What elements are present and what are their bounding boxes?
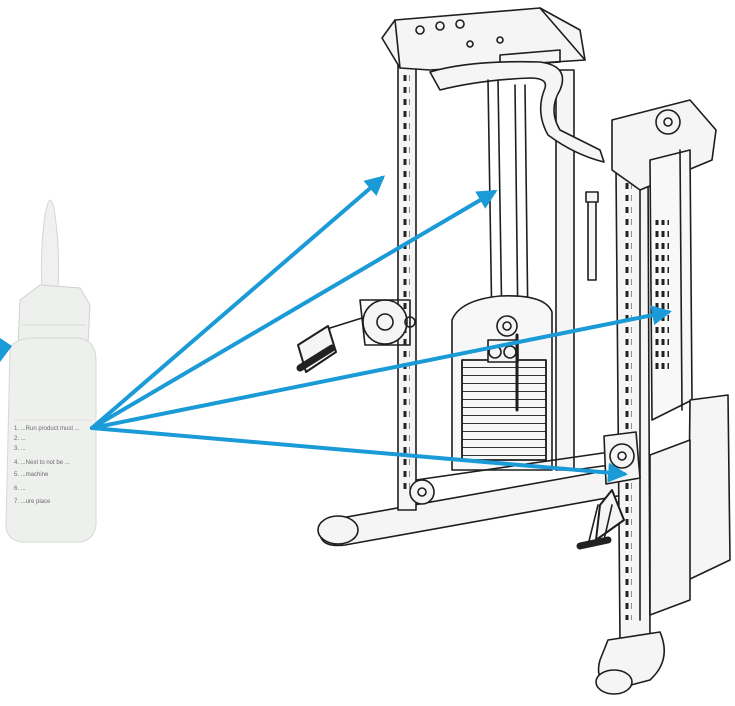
arrow-icon [90,175,386,430]
left-handle [296,325,337,373]
cable-machine-illustration [296,7,731,695]
bottle-label-line: 7. ...ure place [14,499,51,505]
left-pulley [319,299,416,346]
bottle-label-line: 2. ... [14,436,26,442]
arrows [90,175,672,483]
left-floor-foot [319,468,641,547]
lubricant-bottle-icon: 1. ...Run product must ... 2. ... 3. ...… [5,199,97,543]
arrow-icon [0,338,12,362]
bottle-label-line: 3. ... [14,446,26,452]
bottle-label: 1. ...Run product must ... 2. ... 3. ...… [14,426,80,505]
weight-stack [451,295,553,471]
arrow-icon [90,426,628,483]
top-frame [381,7,605,163]
bottle-label-line: 1. ...Run product must ... [14,426,80,432]
bottle-label-line: 6. ... [14,486,26,492]
right-handle [576,489,625,550]
bottle-label-line: 4. ...Next to not be ... [14,460,70,466]
arrow-icon [90,305,672,430]
right-arm [595,99,731,695]
left-tower [397,49,575,511]
bottle-label-line: 5. ...machine [14,472,49,478]
arrow-icon [90,189,498,430]
